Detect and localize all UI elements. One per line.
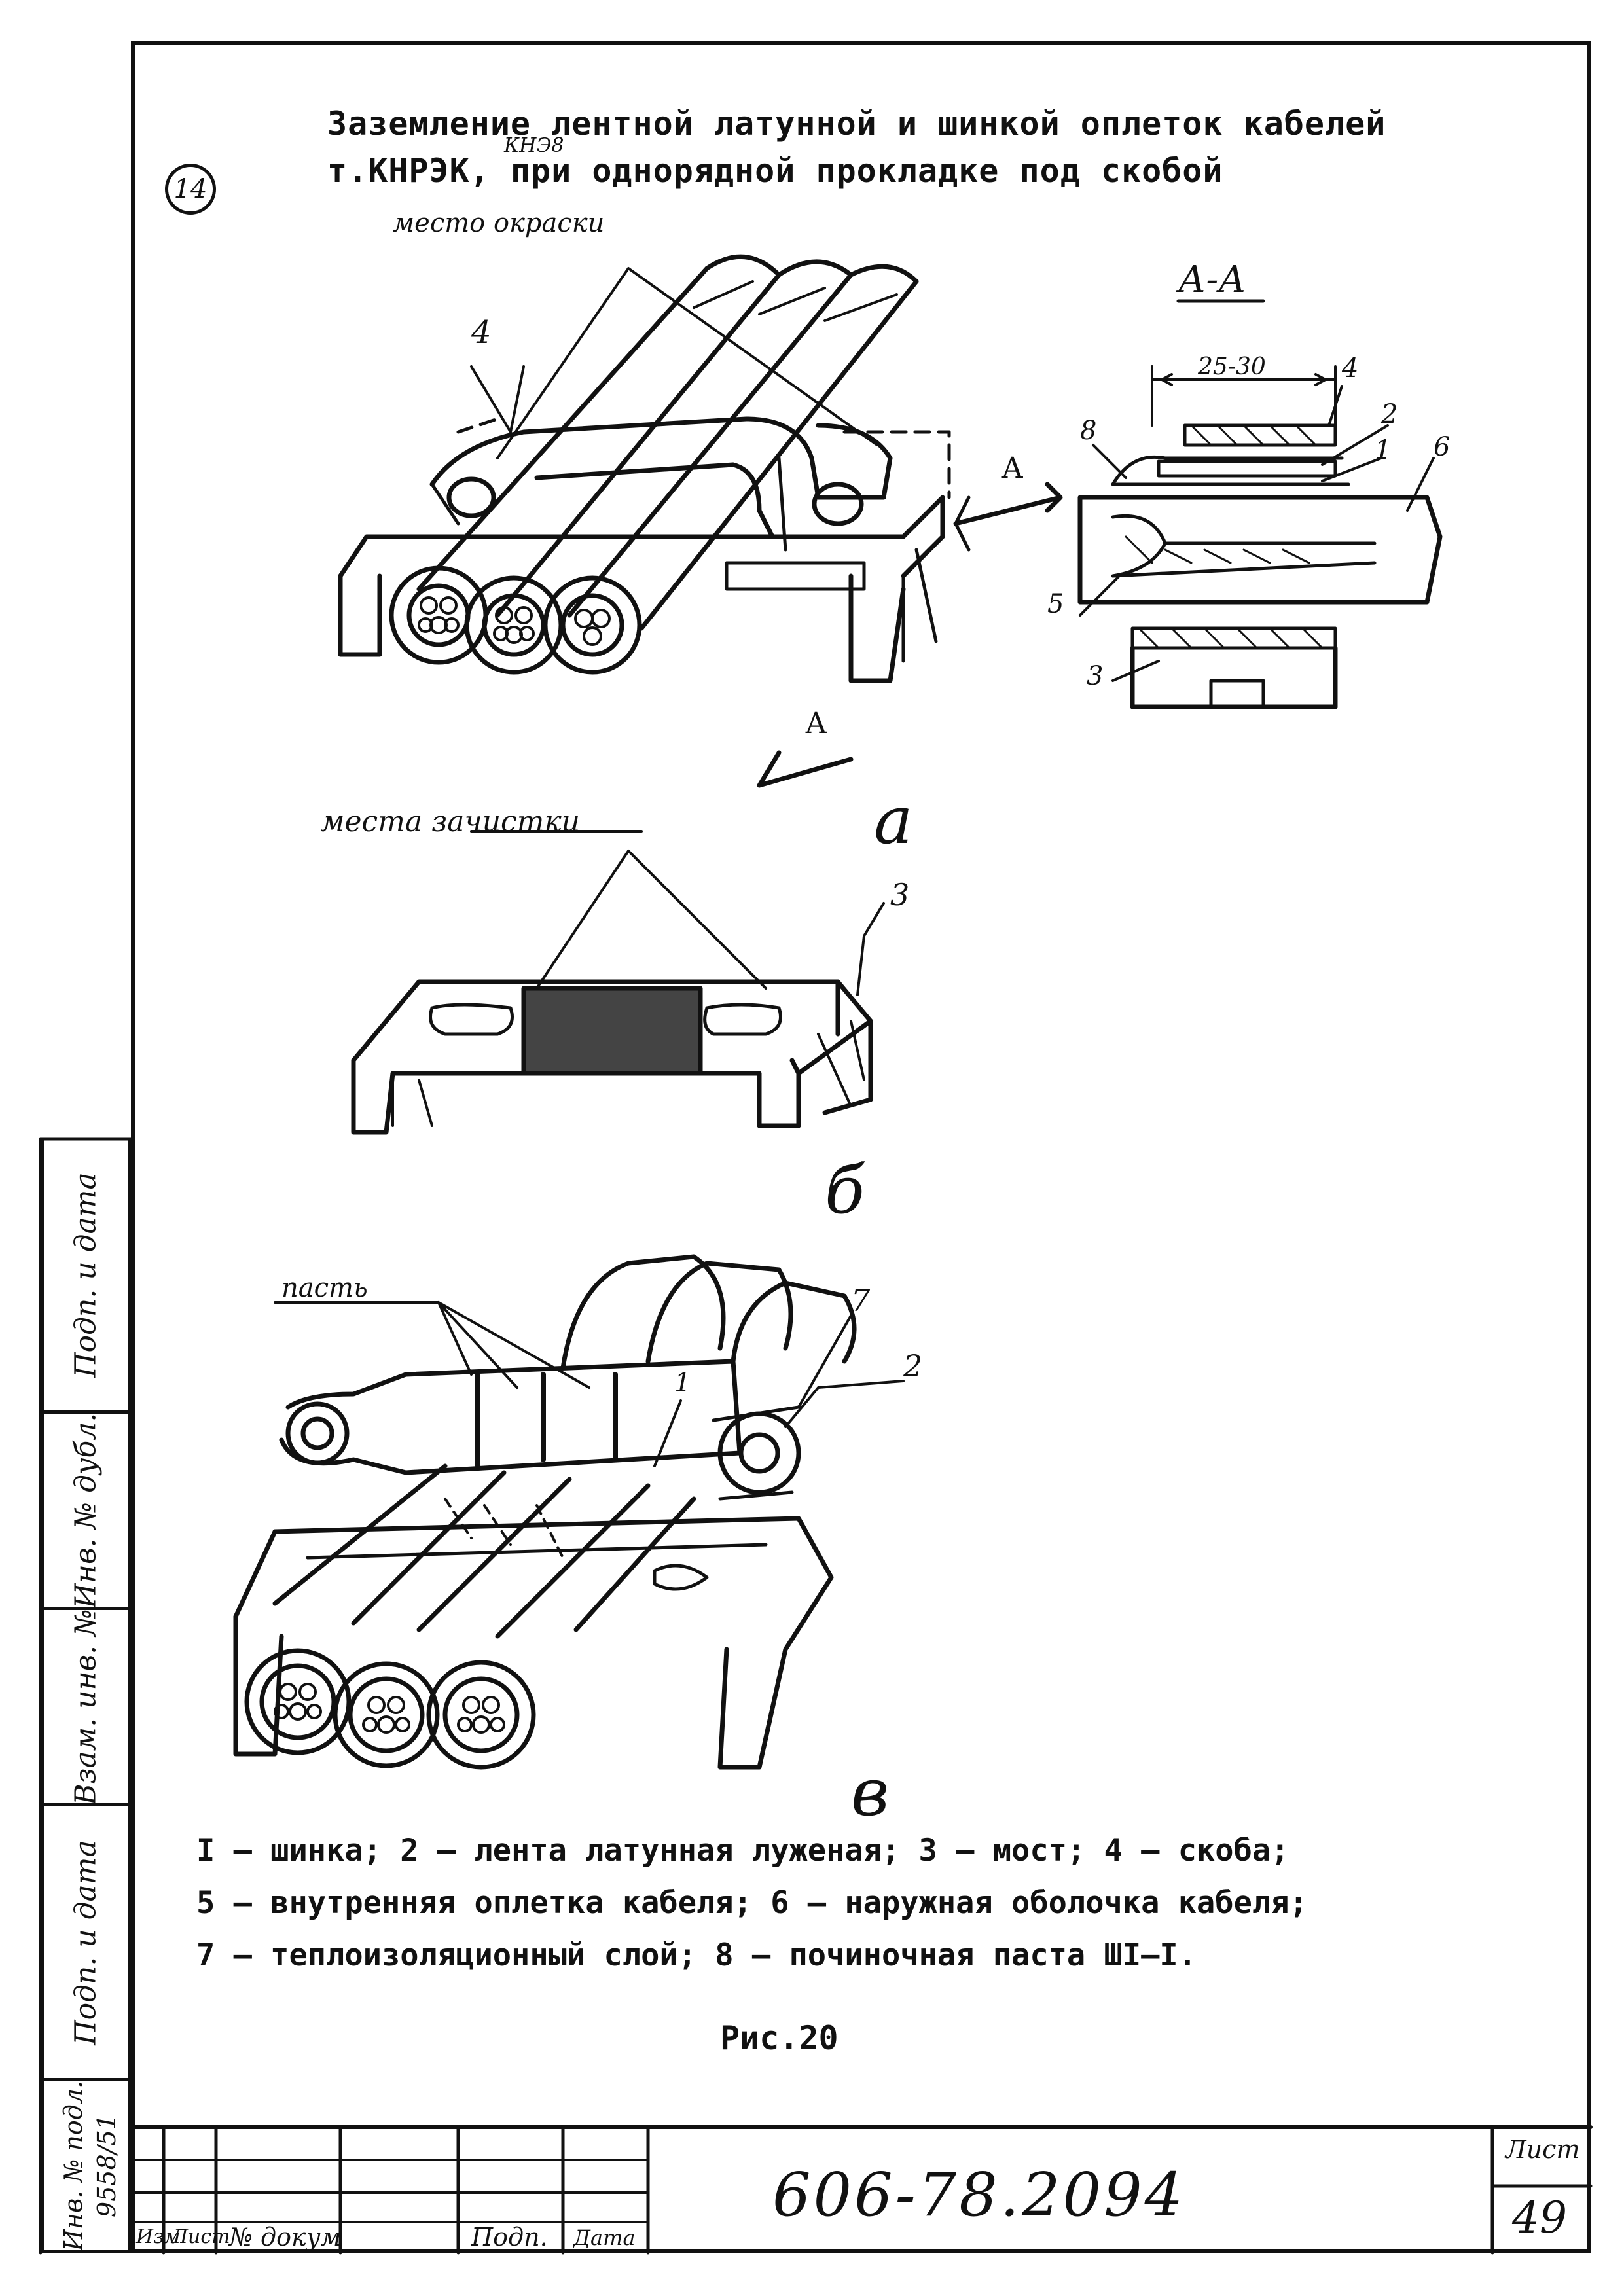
circle-mark-number: 14: [173, 174, 208, 204]
cleaning-locations-label: места зачистки: [321, 805, 581, 838]
side-field-inv-dubl: Инв. № дубл.: [41, 1412, 131, 1610]
section-callout-4: 4: [1342, 353, 1359, 384]
side-field-inv-orig-text: Инв. № подл.: [58, 2080, 88, 2251]
title-insert: КНЭ8: [504, 134, 564, 157]
figure-b-drawing: [351, 830, 885, 1135]
figure-v-callout-7: 7: [851, 1283, 871, 1318]
side-field-inv-orig: Инв. № подл. 9558/51: [41, 2080, 131, 2253]
section-callout-1: 1: [1375, 435, 1392, 465]
section-arrow-label: А: [1001, 452, 1024, 485]
title-block-col-doc: № докум: [229, 2223, 342, 2251]
legend-line-3: 7 – теплоизоляционный слой; 8 – починочн…: [196, 1937, 1197, 1973]
section-arrow-bottom-label: А: [805, 707, 827, 740]
drawing-frame: [131, 41, 1591, 2253]
side-inv-number: 9558/51: [92, 2113, 121, 2217]
figure-v-drawing: [233, 1254, 905, 1770]
section-callout-6: 6: [1434, 432, 1451, 462]
figure-b-callout-3: 3: [890, 877, 910, 912]
title-block-col-izm: Изм: [136, 2225, 181, 2248]
side-field-sign-date-2: Подп. и дата: [41, 1806, 131, 2081]
sheet-number: 49: [1512, 2193, 1567, 2243]
section-callout-3: 3: [1087, 661, 1104, 691]
legend-line-1: I – шинка; 2 – лента латунная луженая; 3…: [196, 1833, 1290, 1869]
section-aa-drawing: [1077, 299, 1443, 709]
title-block-col-data: Дата: [573, 2225, 636, 2250]
paste-label: пасть: [281, 1273, 368, 1303]
sheet-label: Лист: [1506, 2135, 1580, 2164]
figure-a-letter: а: [874, 782, 913, 859]
section-callout-5: 5: [1047, 589, 1064, 619]
document-number: 606-78.2094: [772, 2160, 1186, 2230]
circle-mark: 14: [165, 164, 216, 215]
side-field-sign-date-1: Подп. и дата: [41, 1139, 131, 1414]
paint-location-label: место окраски: [393, 208, 605, 238]
section-callout-2: 2: [1381, 399, 1398, 429]
figure-a-callout-4: 4: [471, 314, 492, 351]
figure-v-callout-2: 2: [903, 1348, 923, 1384]
side-field-sign-date-2-text: Подп. и дата: [69, 1839, 103, 2045]
figure-b-letter: б: [825, 1152, 865, 1229]
figure-v-letter: в: [851, 1754, 890, 1831]
figure-v-callout-1: 1: [674, 1368, 691, 1398]
figure-a-drawing: [338, 254, 1063, 788]
title-block-lines: [129, 2125, 1593, 2255]
legend-line-2: 5 – внутренняя оплетка кабеля; 6 – наруж…: [196, 1885, 1308, 1921]
title-block-col-podp: Подп.: [471, 2223, 548, 2251]
title-block-col-list: Лист: [171, 2225, 230, 2248]
figure-caption: Рис.20: [720, 2019, 839, 2057]
page-title-line2: т.КНРЭК, при однорядной прокладке под ск…: [327, 152, 1223, 190]
section-callout-8: 8: [1080, 416, 1097, 446]
side-field-sign-date-1-text: Подп. и дата: [69, 1172, 103, 1378]
section-aa-dimension: 25-30: [1198, 353, 1266, 380]
page-title-line1: Заземление лентной латунной и шинкой опл…: [327, 105, 1386, 143]
side-field-replace-inv: Взам. инв. №: [41, 1608, 131, 1806]
side-field-replace-inv-text: Взам. инв. №: [69, 1608, 103, 1805]
section-aa-title: А-А: [1178, 259, 1246, 301]
side-field-inv-dubl-text: Инв. № дубл.: [69, 1412, 103, 1608]
